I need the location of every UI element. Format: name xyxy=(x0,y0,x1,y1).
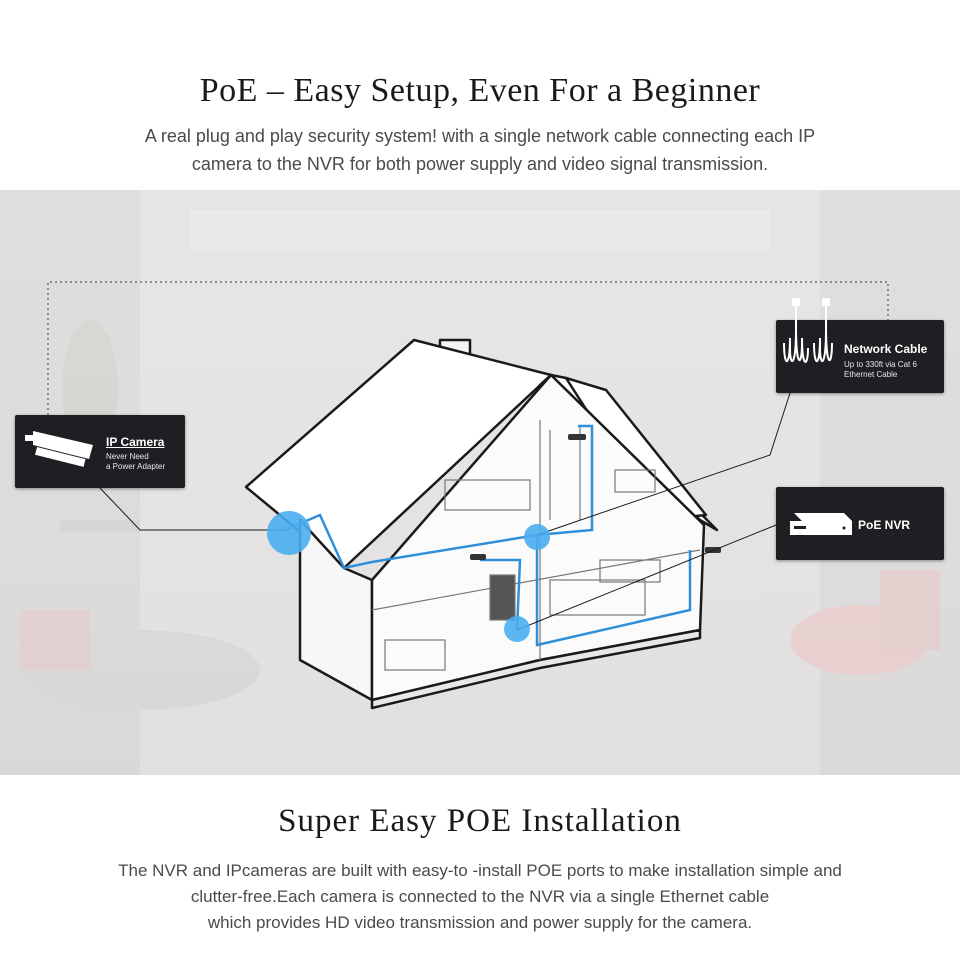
subtitle-line: A real plug and play security system! wi… xyxy=(144,126,816,146)
leader-lines xyxy=(99,392,791,631)
cable-route xyxy=(284,424,594,570)
ip-camera-label: IP Camera Never Need a Power Adapter xyxy=(15,415,185,488)
camera-hotspot xyxy=(267,511,311,555)
cable-route xyxy=(535,535,692,647)
network-cable-title: Network Cable xyxy=(844,342,928,356)
dotted-path xyxy=(47,281,889,415)
ip-camera-title: IP Camera xyxy=(106,435,165,449)
body-line: which provides HD video transmission and… xyxy=(207,913,753,932)
cable-route xyxy=(480,558,522,631)
note-line: Never Need xyxy=(106,452,149,461)
poe-nvr-title: PoE NVR xyxy=(858,518,911,532)
poe-nvr-label: PoE NVR xyxy=(776,487,944,560)
page-title: PoE – Easy Setup, Even For a Beginner xyxy=(199,72,761,109)
nvr-hotspot xyxy=(504,616,530,642)
subtitle-line: camera to the NVR for both power supply … xyxy=(191,154,769,174)
bullet-camera-icon xyxy=(25,431,93,467)
note-line: Up to 330ft via Cat 6 xyxy=(844,360,917,369)
nvr-box-icon xyxy=(790,513,852,535)
network-cable-note: Up to 330ft via Cat 6 Ethernet Cable xyxy=(844,360,917,380)
network-cable-label: Network Cable Up to 330ft via Cat 6 Ethe… xyxy=(776,298,944,393)
section-title: Super Easy POE Installation xyxy=(278,803,682,839)
highlight-dots xyxy=(267,511,550,642)
body-line: The NVR and IPcameras are built with eas… xyxy=(118,861,842,880)
ethernet-cable-icon xyxy=(783,298,833,363)
body-line: clutter-free.Each camera is connected to… xyxy=(190,887,770,906)
cable-hotspot xyxy=(524,524,550,550)
house-diagram xyxy=(0,190,960,775)
note-line: Ethernet Cable xyxy=(844,370,898,379)
poe-diagram-scene: IP Camera Never Need a Power Adapter Net… xyxy=(0,190,960,775)
section-body: The NVR and IPcameras are built with eas… xyxy=(60,858,900,936)
note-line: a Power Adapter xyxy=(106,462,166,471)
ip-camera-note: Never Need a Power Adapter xyxy=(106,452,165,472)
page-subtitle: A real plug and play security system! wi… xyxy=(60,122,900,178)
